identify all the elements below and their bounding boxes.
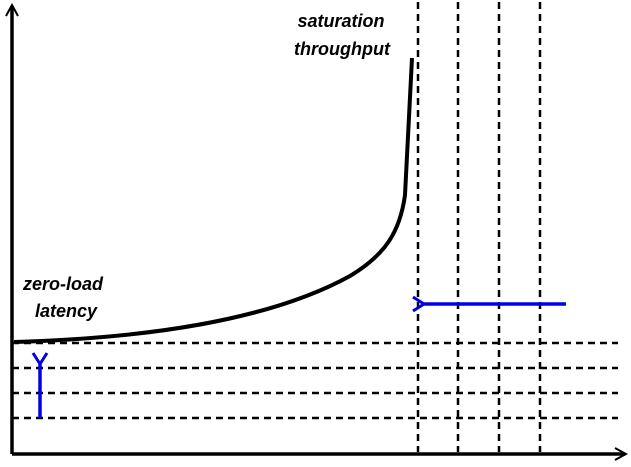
saturation-label-line2: throughput bbox=[294, 39, 391, 59]
zero-load-label-line2: latency bbox=[35, 301, 98, 321]
zero-load-label-line1: zero-load bbox=[22, 274, 104, 294]
vertical-dashed-lines bbox=[416, 2, 542, 452]
saturation-label-line1: saturation bbox=[297, 11, 384, 31]
horizontal-dashed-lines bbox=[12, 341, 618, 420]
latency-curve bbox=[13, 57, 414, 344]
